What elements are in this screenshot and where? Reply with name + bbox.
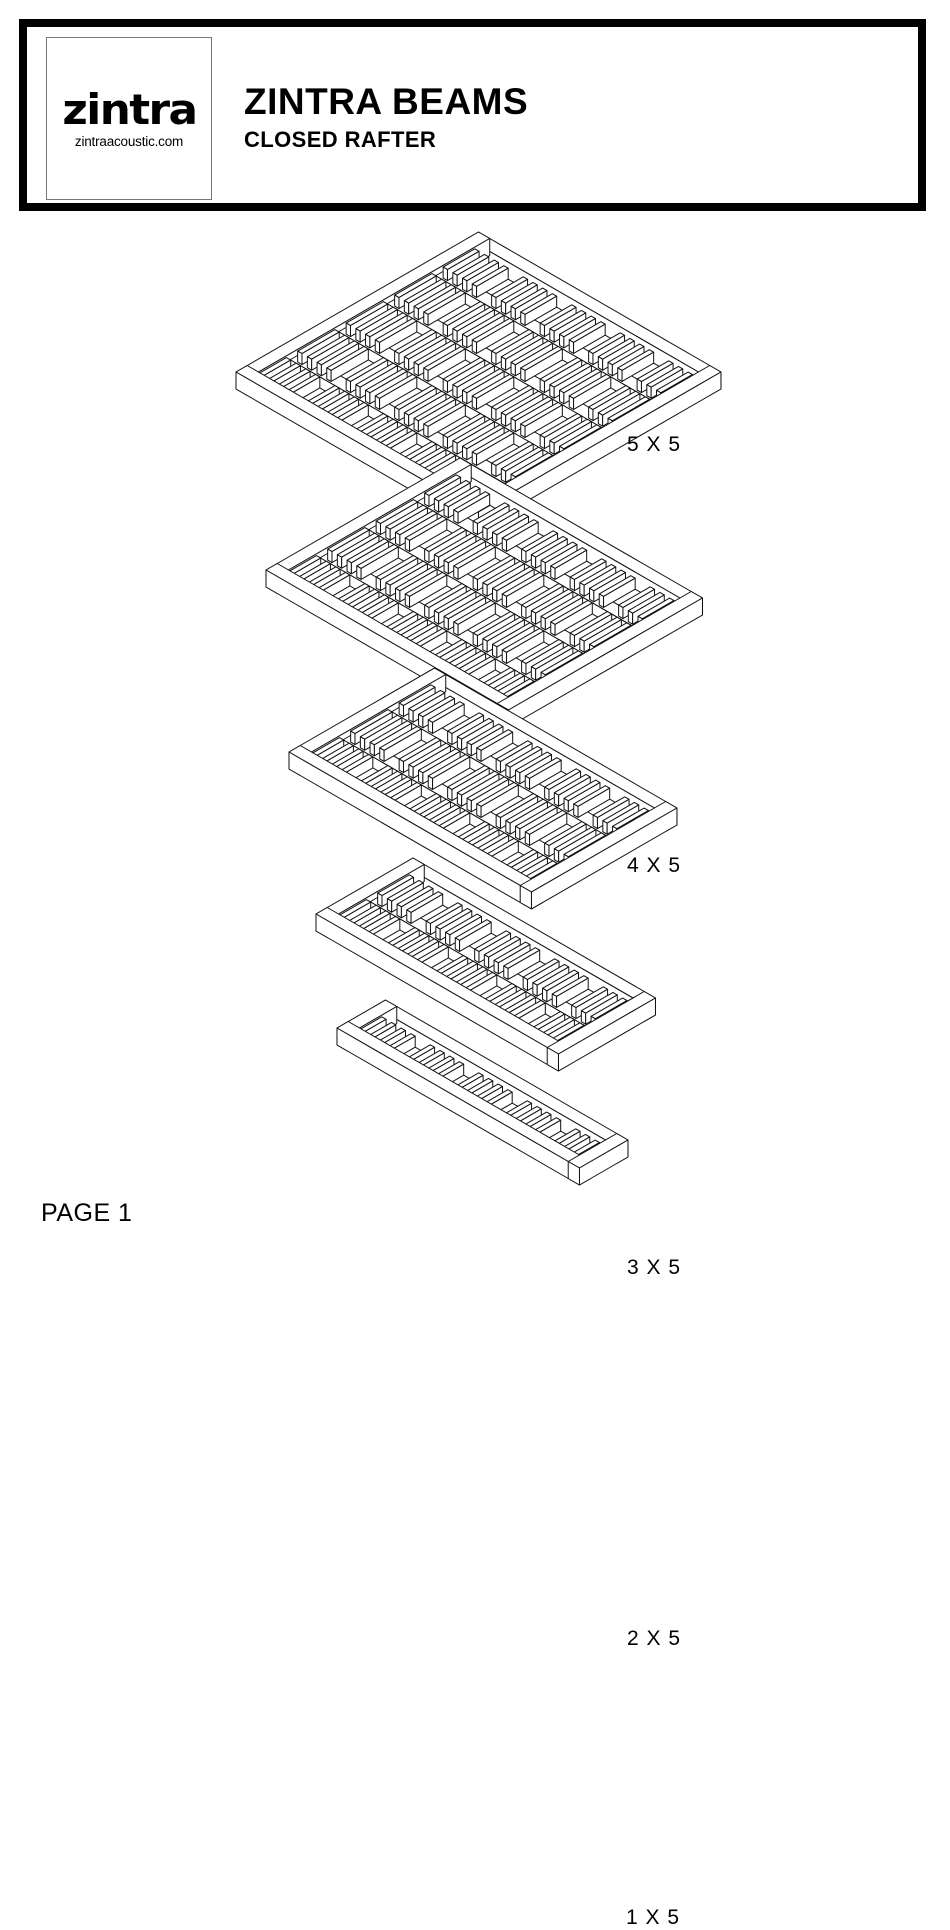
page-number: PAGE 1: [41, 1199, 133, 1227]
logo-url: zintraacoustic.com: [74, 133, 184, 149]
drawing-area: 5 X 5 4 X 5 3 X 5 2 X 5 1 X 5: [0, 214, 950, 1929]
diagram-size-label: 2 X 5: [627, 1627, 682, 1650]
page-title: ZINTRA BEAMS: [244, 81, 529, 122]
logo-wordmark: zintra: [61, 84, 198, 134]
diagram-size-label: 1 X 5: [626, 1906, 681, 1929]
brand-logo: zintra zintraacoustic.com: [46, 37, 212, 200]
diagram-size-label: 4 X 5: [627, 854, 682, 877]
diagram-size-label: 5 X 5: [627, 433, 682, 456]
beam-diagram-1x5: 1 X 5: [333, 996, 679, 1929]
title-block: zintra zintraacoustic.com ZINTRA BEAMS C…: [19, 19, 926, 211]
beam-diagram-2x5: 2 X 5: [312, 854, 680, 1650]
diagram-size-label: 3 X 5: [627, 1256, 682, 1279]
page-subtitle: CLOSED RAFTER: [244, 126, 437, 152]
title-group: ZINTRA BEAMS CLOSED RAFTER: [244, 83, 528, 151]
beam-diagram-3x5: 3 X 5: [285, 664, 681, 1279]
beam-diagram-5x5: 5 X 5: [232, 228, 725, 533]
